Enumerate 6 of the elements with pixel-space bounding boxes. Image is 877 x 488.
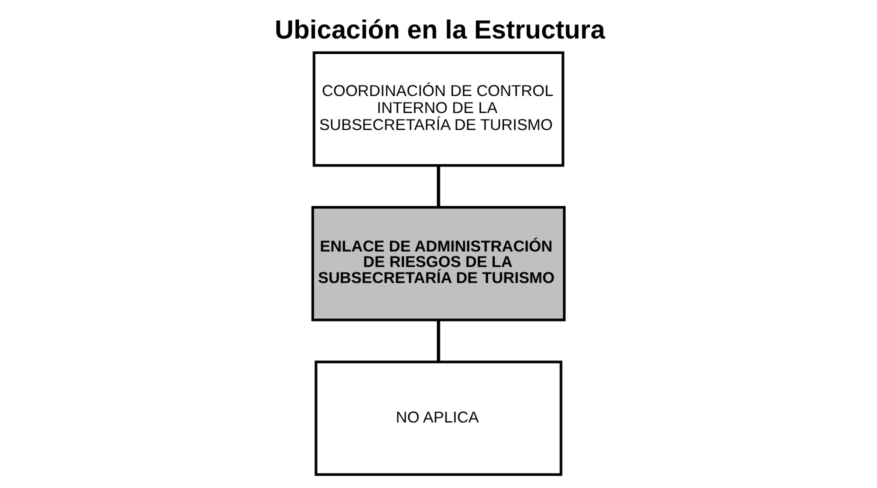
node-box: ENLACE DE ADMINISTRACIÓN DE RIESGOS DE LA SUBSECRETARÍA DE TURISMO bbox=[311, 206, 566, 322]
node-box: COORDINACIÓN DE CONTROL INTERNO DE LA SUBSECRETARÍA DE TURISMO bbox=[312, 51, 564, 167]
node-box: NO APLICA bbox=[314, 360, 562, 476]
diagram-title: Ubicación en la Estructura bbox=[274, 14, 606, 44]
connector bbox=[436, 320, 440, 362]
connector bbox=[436, 166, 440, 207]
